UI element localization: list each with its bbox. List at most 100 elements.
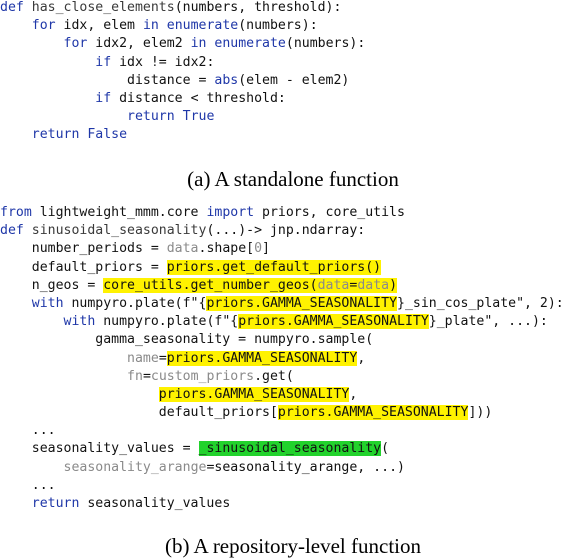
code-token: .shape[: [198, 241, 255, 257]
code-token: in: [190, 36, 215, 52]
code-line: def has_close_elements(numbers, threshol…: [0, 0, 365, 17]
code-token: =: [158, 350, 167, 366]
code-token: [0, 387, 159, 402]
code-token: (numbers, threshold):: [174, 0, 342, 15]
code-token: sinusoidal_seasonality: [31, 223, 207, 239]
code-line: priors.GAMMA_SEASONALITY,: [0, 386, 564, 404]
code-line: return False: [0, 126, 365, 144]
code-token: from: [0, 205, 40, 220]
code-token: default_priors =: [0, 259, 167, 275]
code-token: idx2, elem2: [95, 36, 191, 52]
code-token: seasonality_values: [87, 496, 231, 511]
code-token: def: [0, 0, 32, 15]
code-token: .get(: [254, 368, 294, 384]
code-token: if: [95, 54, 120, 70]
code-token: distance =: [0, 72, 215, 88]
code-token: gamma_seasonality = numpyro.sample(: [0, 332, 374, 348]
code-token: def: [0, 223, 32, 239]
code-token: if: [95, 90, 120, 106]
code-line: fn=custom_priors.get(: [0, 368, 564, 386]
code-line: gamma_seasonality = numpyro.sample(: [0, 331, 564, 349]
code-token: priors, core_utils: [262, 205, 405, 220]
code-token: data: [166, 241, 199, 257]
code-token: 0: [254, 241, 263, 257]
code-token: (: [381, 441, 390, 457]
code-token: custom_priors: [150, 368, 255, 384]
code-line: def sinusoidal_seasonality(...)-> jnp.nd…: [0, 222, 564, 240]
highlighted-token: priors.get_default_priors(): [166, 259, 382, 275]
code-token: [0, 314, 64, 329]
code-token: [0, 55, 95, 70]
code-token: for: [63, 36, 96, 52]
code-block-standalone: def has_close_elements(numbers, threshol…: [0, 0, 365, 145]
code-token: seasonality_arange: [63, 459, 207, 475]
highlighted-token: priors.GAMMA_SEASONALITY: [277, 405, 469, 421]
code-token: ...: [0, 423, 56, 439]
code-token: [0, 18, 32, 33]
code-token: [0, 36, 64, 51]
code-token: False: [87, 127, 128, 143]
code-token: ]: [262, 241, 270, 257]
code-token: (numbers):: [285, 36, 366, 52]
code-token: (numbers):: [238, 18, 318, 34]
code-line: for idx, elem in enumerate(numbers):: [0, 17, 365, 35]
code-token: ,: [357, 350, 366, 366]
code-token: ...: [0, 477, 56, 493]
code-token: =: [142, 368, 151, 384]
code-token: [0, 351, 127, 366]
code-token: [0, 369, 127, 384]
code-token: default_priors[: [0, 405, 278, 421]
code-token: fn: [127, 368, 143, 384]
code-token: numpyro.plate(f"{: [103, 314, 239, 330]
code-token: }_plate", ...):: [428, 314, 548, 330]
highlighted-token: priors.GAMMA_SEASONALITY: [206, 295, 398, 311]
code-line: with numpyro.plate(f"{priors.GAMMA_SEASO…: [0, 313, 564, 331]
code-token: number_periods =: [0, 241, 167, 257]
code-token: enumerate: [214, 36, 286, 52]
code-line: with numpyro.plate(f"{priors.GAMMA_SEASO…: [0, 295, 564, 313]
highlighted-token: priors.GAMMA_SEASONALITY: [238, 314, 429, 330]
highlighted-token: priors.GAMMA_SEASONALITY: [158, 386, 350, 402]
code-block-repository: from lightweight_mmm.core import priors,…: [0, 204, 564, 513]
code-token: seasonality_values =: [0, 441, 199, 457]
code-line: seasonality_arange=seasonality_arange, .…: [0, 459, 564, 477]
highlighted-token: =: [349, 277, 358, 293]
code-line: seasonality_values = _sinusoidal_seasona…: [0, 440, 564, 458]
highlighted-token: data: [357, 277, 390, 293]
code-line: if idx != idx2:: [0, 54, 365, 72]
highlighted-token: core_utils.get_number_geos(: [103, 277, 318, 293]
highlighted-token: ): [389, 277, 398, 293]
code-token: [0, 496, 32, 511]
code-token: (elem - elem2): [238, 72, 350, 88]
code-line: number_periods = data.shape[0]: [0, 240, 564, 258]
code-token: [0, 460, 64, 475]
code-token: (...)-> jnp.ndarray:: [206, 223, 366, 239]
code-token: ])): [468, 405, 493, 421]
code-token: distance < threshold:: [119, 90, 286, 106]
code-token: numpyro.plate(f"{: [71, 295, 207, 311]
code-token: name: [127, 350, 159, 366]
code-token: n_geos =: [0, 277, 104, 293]
code-line: name=priors.GAMMA_SEASONALITY,: [0, 350, 564, 368]
code-line: return True: [0, 108, 365, 126]
code-line: from lightweight_mmm.core import priors,…: [0, 204, 564, 222]
code-token: return: [31, 496, 88, 511]
code-token: lightweight_mmm.core: [39, 205, 207, 220]
code-token: [0, 109, 127, 124]
code-token: with: [31, 295, 72, 311]
code-token: [0, 127, 32, 142]
code-line: for idx2, elem2 in enumerate(numbers):: [0, 35, 366, 53]
code-line: n_geos = core_utils.get_number_geos( data…: [0, 277, 564, 295]
code-token: has_close_elements: [31, 0, 175, 15]
code-token: [0, 91, 95, 106]
code-line: if distance < threshold:: [0, 90, 365, 108]
code-token: import: [206, 205, 263, 220]
code-token: }_sin_cos_plate", 2):: [397, 295, 564, 311]
code-line: ...: [0, 477, 564, 495]
code-line: ...: [0, 422, 564, 440]
highlighted-token: priors.GAMMA_SEASONALITY: [166, 350, 358, 366]
caption-standalone: (a) A standalone function: [187, 167, 399, 191]
caption-repository: (b) A repository-level function: [164, 534, 422, 558]
code-line: default_priors[priors.GAMMA_SEASONALITY]…: [0, 404, 564, 422]
code-token: ,: [349, 386, 358, 402]
